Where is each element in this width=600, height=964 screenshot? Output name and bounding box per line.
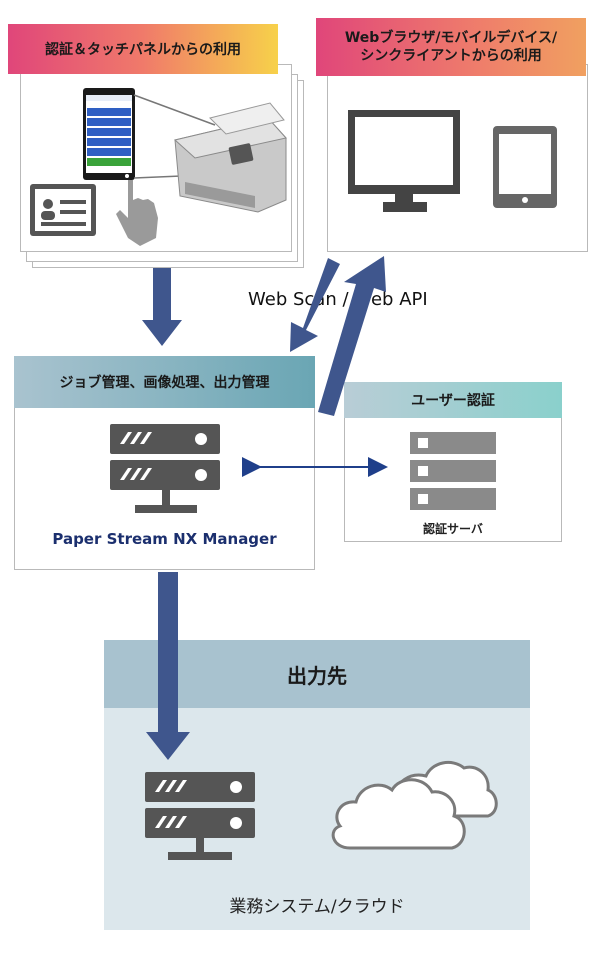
cloud-icon [331, 760, 498, 850]
arrow-web-to-manager [290, 258, 340, 352]
auth-header: ユーザー認証 [344, 382, 562, 418]
manager-title: ジョブ管理、画像処理、出力管理 [59, 375, 270, 391]
touch-panel-header: 認証＆タッチパネルからの利用 [8, 24, 278, 74]
id-card-icon [30, 184, 96, 236]
arrow-manager-to-output [146, 572, 190, 760]
touch-panel-title: 認証＆タッチパネルからの利用 [45, 42, 241, 58]
tablet-icon [493, 126, 557, 208]
arrow-touch-to-manager [142, 268, 182, 346]
output-server-icon [145, 772, 255, 860]
callout-line-top [133, 94, 216, 126]
web-clients-title-line2: シンクライアントからの利用 [360, 48, 542, 64]
manager-header: ジョブ管理、画像処理、出力管理 [14, 356, 315, 408]
monitor-icon [348, 110, 460, 212]
touch-panel-screen-icon [83, 88, 135, 180]
auth-server-label: 認証サーバ [423, 522, 483, 536]
output-title: 出力先 [287, 663, 347, 688]
output-caption: 業務システム/クラウド [229, 897, 405, 917]
auth-server-icon [410, 432, 496, 510]
scanner-icon [173, 102, 287, 213]
web-clients-header: Webブラウザ/モバイルデバイス/ シンクライアントからの利用 [316, 18, 586, 76]
manager-server-icon [110, 424, 220, 513]
hand-touch-icon [116, 180, 158, 246]
manager-product-name: Paper Stream NX Manager [52, 530, 277, 548]
arrow-manager-to-web [318, 256, 386, 416]
web-clients-title-line1: Webブラウザ/モバイルデバイス/ [344, 30, 558, 46]
connection-label: Web Scan / Web API [246, 289, 430, 310]
auth-title: ユーザー認証 [411, 393, 495, 409]
